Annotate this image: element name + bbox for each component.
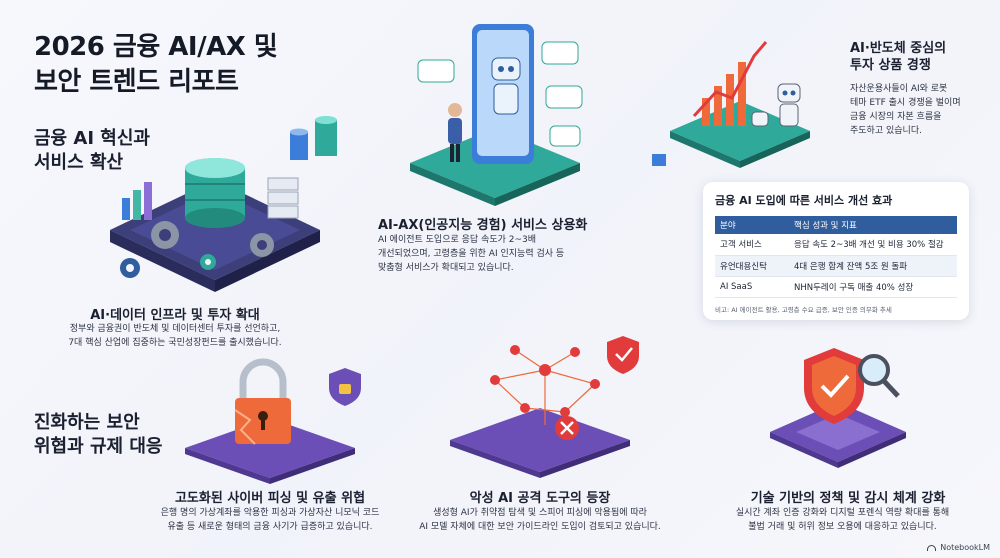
malicious-description: 생성형 AI가 취약점 탐색 및 스피어 피싱에 악용됨에 따라 AI 모델 자… — [419, 508, 661, 532]
chat-bubble-icon — [417, 41, 583, 147]
table-cell: NHN두레이 구독 매출 40% 성장 — [789, 276, 957, 298]
ax-title: AI-AX(인공지능 경험) 서비스 상용화 — [378, 218, 588, 233]
error-icon — [555, 416, 579, 440]
small-gear-icon — [120, 254, 216, 278]
policy-illustration — [770, 348, 906, 468]
data-infrastructure-illustration — [110, 116, 337, 292]
service-improvement-table: 분야 핵심 성과 및 지표 고객 서비스 응답 속도 2~3배 개선 및 비용 … — [715, 216, 957, 298]
server-rack-icon — [267, 177, 299, 219]
table-note: 비고: AI 에이전트 활용, 고령층 수요 급증, 보안 인증 의무화 추세 — [715, 305, 892, 314]
policy-title: 기술 기반의 정책 및 감시 체계 강화 — [750, 491, 946, 506]
network-node — [490, 345, 600, 417]
bar-chart-icon — [122, 182, 152, 220]
person-icon — [448, 103, 462, 162]
invest-description: 자산운용사들이 AI와 로봇 테마 ETF 출시 경쟁을 벌이며 금융 시장의 … — [850, 84, 961, 136]
brand-watermark: NotebookLM — [927, 543, 990, 552]
table-cell: 응답 속도 2~3배 개선 및 비용 30% 절감 — [789, 234, 957, 256]
table-row: AI SaaS NHN두레이 구독 매출 40% 성장 — [715, 276, 957, 298]
shield-icon — [804, 348, 864, 424]
notebooklm-logo-icon — [927, 544, 937, 551]
gear-icon — [151, 221, 274, 257]
malicious-title: 악성 AI 공격 도구의 등장 — [469, 491, 611, 506]
database-icon — [185, 158, 245, 228]
table-cell: 고객 서비스 — [715, 234, 789, 256]
table-header-cell: 분야 — [715, 216, 789, 234]
table-cell: 4대 은행 합계 잔액 5조 원 돌파 — [789, 255, 957, 277]
cylinder-icon — [290, 116, 337, 160]
table-cell: 유언대용신탁 — [715, 255, 789, 277]
policy-description: 실시간 계좌 인증 강화와 디지털 포렌식 역량 확대를 통해 불법 거래 및 … — [735, 508, 950, 532]
padlock-icon — [234, 358, 291, 445]
section-heading-security: 진화하는 보안 위협과 규제 대응 — [34, 412, 163, 457]
chart-icon — [692, 41, 768, 126]
phishing-illustration — [185, 358, 361, 484]
investment-illustration — [652, 41, 810, 168]
magnifier-icon — [858, 354, 900, 398]
shield-check-icon — [607, 336, 639, 374]
platform-base — [185, 418, 355, 484]
page-title: 2026 금융 AI/AX 및 보안 트렌드 리포트 — [34, 32, 278, 97]
network-icon — [494, 349, 596, 425]
table-row: 고객 서비스 응답 속도 2~3배 개선 및 비용 30% 절감 — [715, 234, 957, 256]
small-cube-icon — [652, 154, 666, 166]
table-title: 금융 AI 도입에 따른 서비스 개선 효과 — [715, 194, 893, 207]
malicious-ai-illustration — [450, 336, 639, 478]
table-cell: AI SaaS — [715, 276, 789, 298]
chip-icon — [770, 402, 906, 468]
infra-description: 정부와 금융권이 반도체 및 데이터센터 투자를 선언하고, 7대 핵심 산업에… — [68, 324, 282, 348]
invest-title: AI·반도체 중심의 투자 상품 경쟁 — [850, 41, 947, 73]
robot-icon — [491, 57, 521, 115]
brand-label: NotebookLM — [940, 543, 990, 552]
robot-icon — [751, 83, 801, 127]
service-improvement-table-card: 금융 AI 도입에 따른 서비스 개선 효과 분야 핵심 성과 및 지표 고객 … — [703, 182, 969, 320]
infra-title: AI·데이터 인프라 및 투자 확대 — [90, 308, 260, 323]
section-heading-innovation: 금융 AI 혁신과 서비스 확산 — [34, 128, 150, 173]
table-row: 유언대용신탁 4대 은행 합계 잔액 5조 원 돌파 — [715, 255, 957, 277]
phishing-title: 고도화된 사이버 피싱 및 유출 위협 — [174, 491, 366, 506]
shield-icon — [329, 368, 361, 406]
platform-base — [450, 408, 630, 478]
table-header-row: 분야 핵심 성과 및 지표 — [715, 216, 957, 234]
ax-description: AI 에이전트 도입으로 응답 속도가 2~3배 개선되었으며, 고령층을 위한… — [378, 235, 565, 273]
table-header-cell: 핵심 성과 및 지표 — [789, 216, 957, 234]
ax-service-illustration — [410, 24, 583, 206]
phishing-description: 은행 명의 가상계좌를 악용한 피싱과 가상자산 니모닉 코드 유출 등 새로운… — [160, 508, 380, 532]
